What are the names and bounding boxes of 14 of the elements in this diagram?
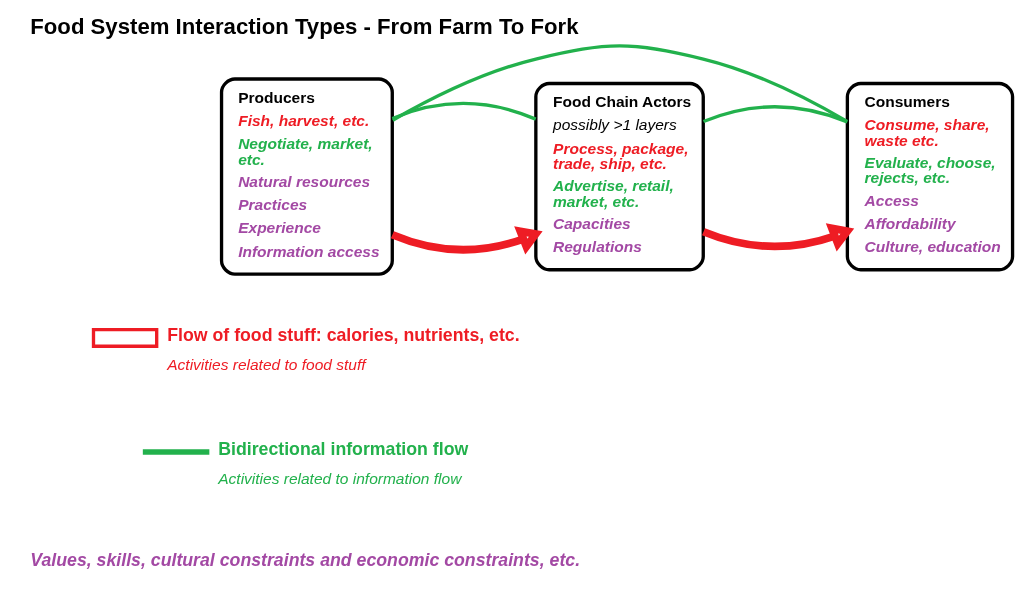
node-box: Producers Fish, harvest, etc. Negotiate, market, etc. Natural resources Practices Experience Information access: [219, 77, 394, 276]
arrow: [702, 223, 855, 252]
label: Values, skills, cultural constraints and economic constraints, etc.: [30, 549, 581, 570]
legend-label: Flow of food stuff: calories, nutrients, etc.: [167, 325, 520, 345]
legend-label: Bidirectional information flow: [218, 439, 469, 460]
label: Activities related to information flow: [218, 470, 462, 488]
connector: [391, 44, 848, 123]
node-box: Consumers Consume, share, waste etc. Evaluate, choose, rejects, etc. Access Affordability Culture, education: [845, 81, 1015, 272]
arrow: [390, 226, 543, 255]
diagram-title: Food System Interaction Types - From Farm To Fork: [30, 13, 579, 39]
node-box: Food Chain Actors possibly >1 layers Process, package, trade, ship, etc. Advertise, retail, market, etc. Capacities Regulations: [534, 81, 705, 272]
connector: [391, 101, 537, 121]
connector: [702, 105, 848, 124]
label: Activities related to food stuff: [167, 356, 366, 374]
